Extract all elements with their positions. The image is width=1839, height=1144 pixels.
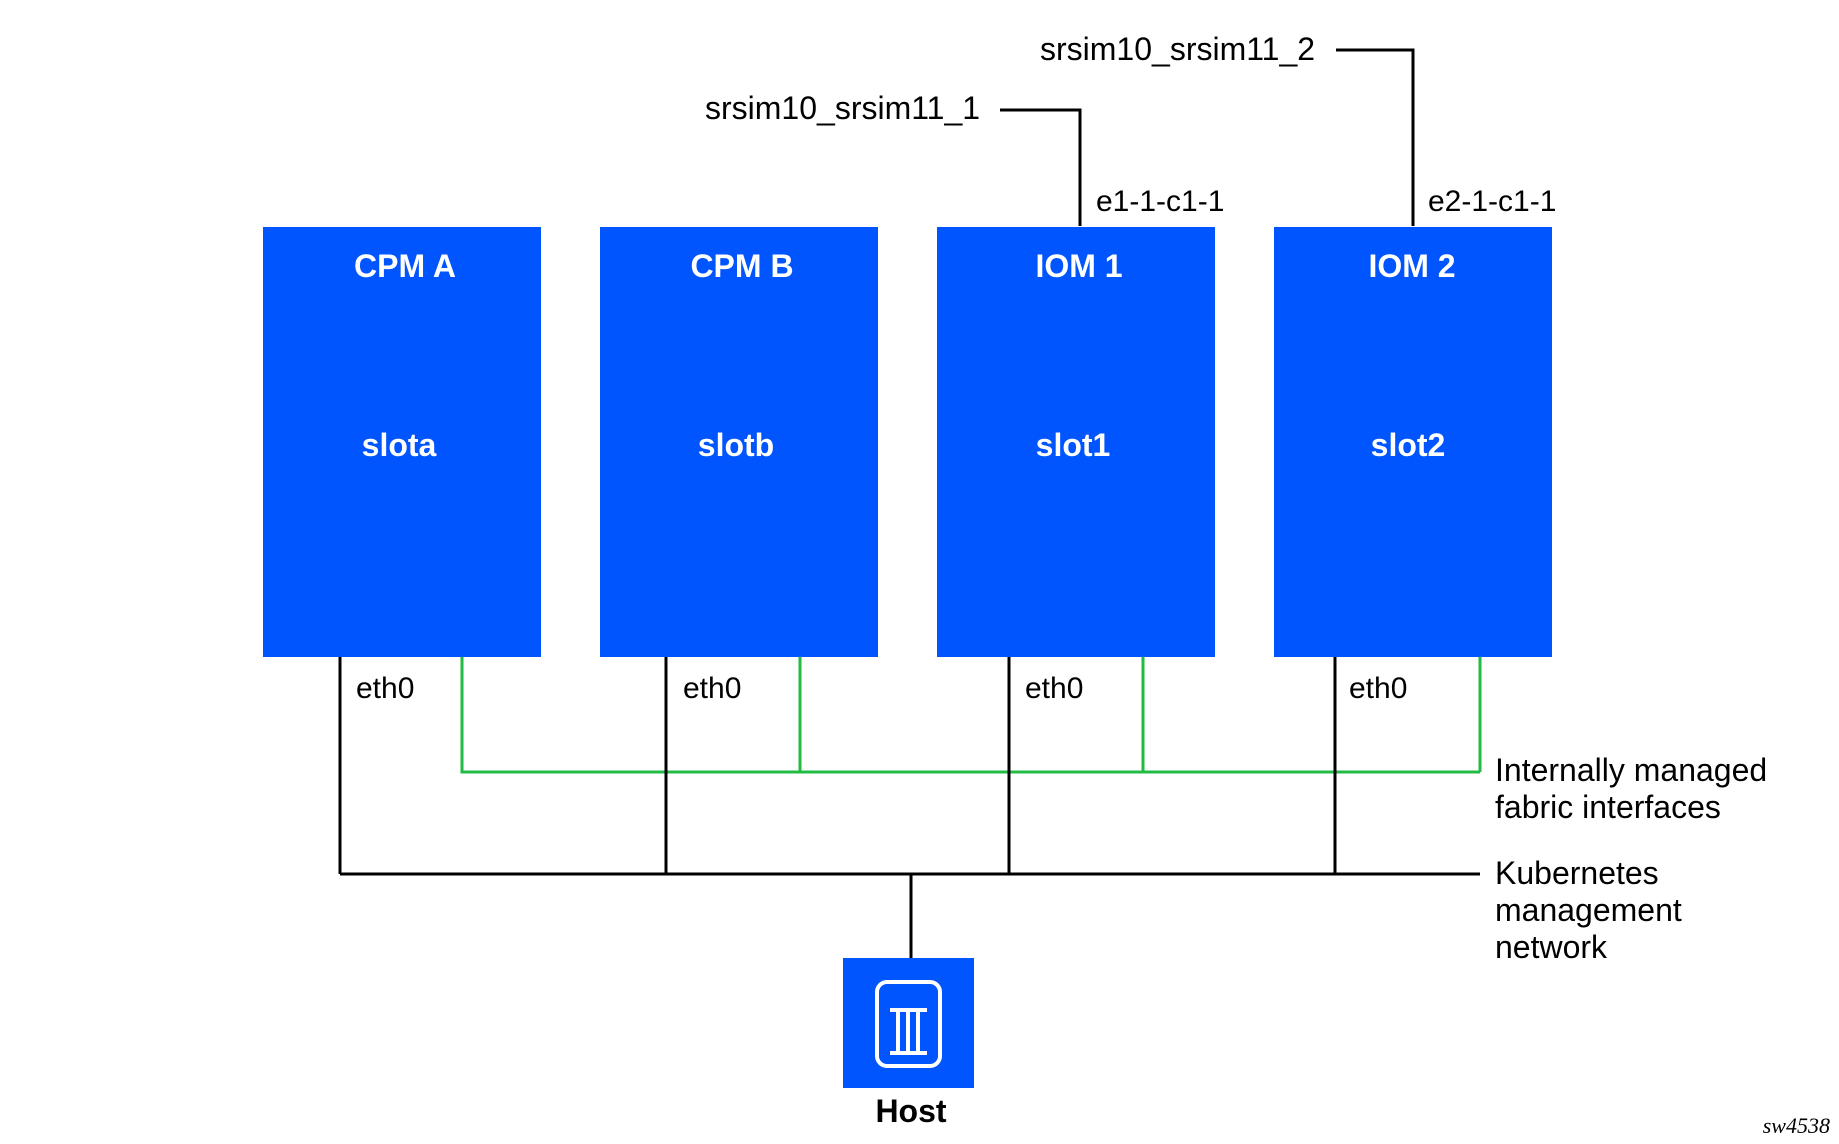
card-iom-2-body	[1274, 227, 1552, 657]
card-title: CPM B	[690, 248, 793, 284]
mgmt-label-line1: Kubernetes	[1495, 855, 1659, 891]
port-label-iom-2: eth0	[1349, 672, 1407, 705]
uplink-port-label-iom-2: e2-1-c1-1	[1428, 185, 1556, 218]
mgmt-label-line3: network	[1495, 929, 1608, 965]
card-cpm-b: CPM B slotb	[600, 227, 878, 657]
card-iom-1-body	[937, 227, 1215, 657]
server-icon	[875, 980, 942, 1068]
mgmt-label-line2: management	[1495, 892, 1682, 928]
uplink-port-label-iom-1: e1-1-c1-1	[1096, 185, 1224, 218]
port-label-cpm-a: eth0	[356, 672, 414, 705]
port-label-iom-1: eth0	[1025, 672, 1083, 705]
card-slot: slota	[362, 427, 437, 463]
figure-id: sw4538	[1763, 1113, 1830, 1138]
uplink-link-label-iom-1: srsim10_srsim11_1	[705, 90, 980, 126]
card-slot: slot2	[1371, 427, 1446, 463]
card-title: CPM A	[354, 248, 456, 284]
card-cpm-a-body	[263, 227, 541, 657]
card-cpm-b-body	[600, 227, 878, 657]
card-title: IOM 1	[1035, 248, 1122, 284]
fabric-network: Internally managed fabric interfaces	[460, 657, 1767, 825]
card-cpm-a: CPM A slota	[263, 227, 541, 657]
port-label-cpm-b: eth0	[683, 672, 741, 705]
card-slot: slotb	[698, 427, 774, 463]
uplink-iom-1: srsim10_srsim11_1 e1-1-c1-1	[705, 90, 1224, 226]
card-title: IOM 2	[1368, 248, 1455, 284]
fabric-label-line2: fabric interfaces	[1495, 789, 1721, 825]
uplink-iom-2: srsim10_srsim11_2 e2-1-c1-1	[1040, 31, 1556, 226]
card-iom-2: IOM 2 slot2	[1274, 227, 1552, 657]
host-label: Host	[875, 1093, 946, 1129]
host-node: Host	[843, 958, 974, 1129]
card-iom-1: IOM 1 slot1	[937, 227, 1215, 657]
management-network: Kubernetes management network	[338, 657, 1682, 965]
fabric-label-line1: Internally managed	[1495, 752, 1767, 788]
uplink-link-label-iom-2: srsim10_srsim11_2	[1040, 31, 1315, 67]
card-slot: slot1	[1036, 427, 1111, 463]
